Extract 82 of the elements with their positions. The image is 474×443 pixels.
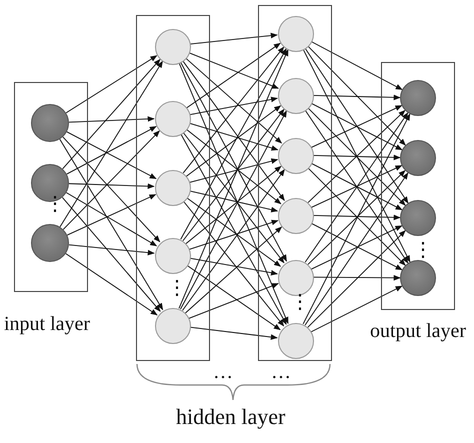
arrow [66,192,158,246]
arrow [188,52,279,89]
neuron-circle [155,29,191,65]
arrow [62,130,160,230]
arrow [189,190,278,212]
arrow [188,283,279,319]
arrow [186,197,282,267]
neuron-circle [400,200,436,236]
ellipsis-mark: ⋮ [413,240,433,260]
arrow [307,45,406,146]
neuron-circle [155,238,191,274]
arrow [304,172,408,326]
arrow [189,96,278,116]
arrow [186,264,281,330]
neuron-circle [278,78,314,114]
arrow [188,158,278,183]
arrow [182,169,285,311]
ellipsis-mark: … [271,362,291,382]
arrow [184,226,282,314]
arrow [66,55,158,114]
arrow [180,61,287,262]
arrow [182,132,284,264]
arrow [188,122,278,151]
neuron-circle [31,164,69,202]
group-label: hidden layer [176,406,286,428]
layer-label: input layer [4,314,90,334]
neuron-circle [278,260,314,296]
arrow [188,220,279,250]
neuron-circle [155,101,191,137]
arrow [66,194,156,236]
arrow [180,48,287,240]
layer-frame [136,15,210,361]
arrow [186,42,281,108]
neuron-circle [278,323,314,359]
neuron-circle [400,260,436,296]
arrow [62,196,161,312]
arrow [307,230,406,328]
arrow [62,58,160,170]
neuron-circle [278,138,314,174]
neuron-circle [155,308,191,344]
arrow [310,286,403,332]
ellipsis-mark: ⋮ [167,278,187,298]
arrow [310,40,403,90]
arrow [182,200,284,327]
arrow [312,154,401,160]
neuron-circle [400,80,436,116]
arrow [180,110,287,310]
arrow [186,166,282,244]
neuron-circle [278,198,314,234]
arrow [304,48,408,204]
arrow [62,136,160,242]
neuron-circle [278,16,314,52]
neuron-circle [31,104,69,142]
ellipsis-mark: … [213,362,233,382]
arrow [180,133,287,325]
neuron-circle [400,140,436,176]
arrow [312,94,401,100]
arrow [182,108,284,242]
arrow [302,48,410,263]
ellipsis-mark: ⋮ [45,194,65,214]
arrow [185,57,282,144]
ellipsis-mark: ⋮ [290,292,310,312]
arrow [186,128,282,204]
arrow [186,105,282,177]
arrow [68,183,155,189]
arrow [182,46,284,174]
arrow [60,60,163,228]
arrow [312,214,401,220]
arrow [68,244,155,256]
arrow [189,32,278,45]
layer-frame [258,5,332,361]
arrow [182,60,285,201]
neuron-circle [155,170,191,206]
arrow [59,138,164,310]
arrow [312,275,401,281]
arrow [68,116,155,123]
neuron-circle [31,224,69,262]
arrow [189,326,278,340]
arrow [302,113,410,324]
arrow [65,253,158,316]
layer-label: output layer [370,321,466,341]
arrow [189,258,278,276]
